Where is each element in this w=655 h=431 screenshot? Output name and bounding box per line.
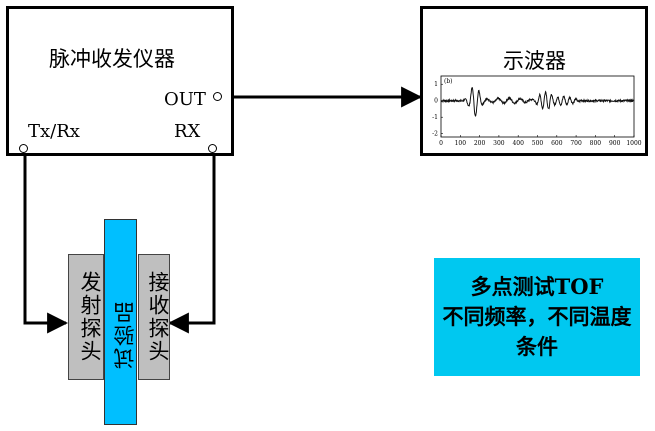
plot-tag: (b): [444, 78, 453, 85]
receive-probe-label: 接收探头: [146, 271, 170, 363]
condition-line-1: 多点测试TOF: [470, 274, 604, 299]
transmit-probe-label: 发射探头: [78, 271, 102, 363]
x-tick-label: 400: [512, 140, 524, 147]
waveform-trace: [440, 87, 635, 117]
waveform-plot: (b) 1 0 -1 -2 0 100 200 300 400 500 600 700 800 900 1…: [432, 75, 642, 147]
x-tick-label: 1000: [626, 140, 641, 147]
y-tick-label: -1: [432, 114, 438, 121]
x-tick-label: 800: [590, 140, 602, 147]
scope-title: 示波器: [503, 49, 566, 73]
x-tick-label: 300: [493, 140, 505, 147]
x-tick-label: 900: [609, 140, 621, 147]
transmit-probe: 发射探头: [68, 254, 104, 380]
out-label: OUT: [164, 89, 206, 110]
rx-port[interactable]: [208, 144, 217, 153]
pulser-title: 脉冲收发仪器: [49, 47, 175, 71]
x-tick-label: 100: [455, 140, 467, 147]
txrx-to-transmit-arrow: [23, 153, 69, 334]
txrx-port[interactable]: [19, 144, 28, 153]
x-axis-ticks: 0 100 200 300 400 500 600 700 800 900 1000: [439, 135, 642, 147]
condition-line-3: 条件: [516, 334, 558, 359]
x-tick-label: 200: [474, 140, 486, 147]
condition-line-2: 不同频率，不同温度: [442, 304, 632, 329]
y-tick-label: 0: [434, 98, 438, 105]
y-tick-label: 1: [434, 81, 438, 88]
test-condition-box: 多点测试TOF 不同频率，不同温度 条件: [434, 258, 640, 376]
rx-to-receive-arrow: [167, 153, 216, 334]
oscilloscope-box: 示波器: [420, 6, 648, 156]
txrx-label: Tx/Rx: [28, 121, 80, 142]
x-tick-label: 700: [570, 140, 582, 147]
test-sample-label: 试验品: [113, 300, 137, 369]
rx-label: RX: [174, 121, 201, 142]
receive-probe: 接收探头: [138, 254, 170, 380]
plot-frame: [440, 75, 635, 138]
out-port[interactable]: [213, 92, 222, 101]
x-tick-label: 500: [532, 140, 544, 147]
pulser-receiver-box: 脉冲收发仪器 OUT Tx/Rx RX: [6, 6, 234, 156]
y-tick-label: -2: [432, 131, 438, 138]
x-tick-label: 0: [439, 140, 443, 147]
test-sample: 试验品: [104, 219, 137, 425]
x-tick-label: 600: [551, 140, 563, 147]
